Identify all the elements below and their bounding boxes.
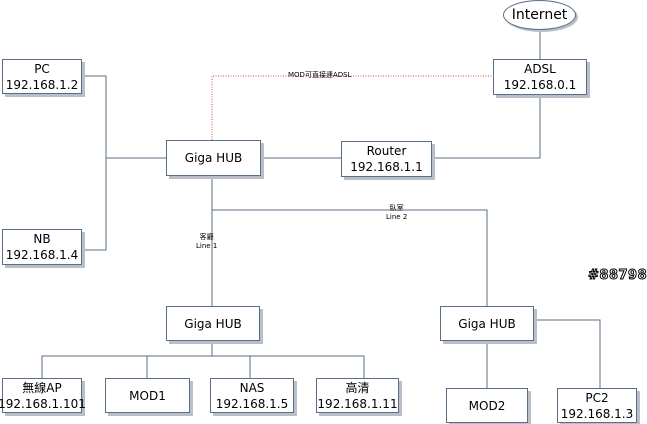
- line1-top-label: 客廳: [199, 233, 214, 241]
- mod1-node: MOD1: [105, 378, 190, 413]
- wireless-ap-node: 無線AP 192.168.1.101: [0, 378, 86, 413]
- watermark-text: #88798: [587, 268, 647, 284]
- pc2-node: PC2 192.168.1.3: [557, 388, 637, 423]
- internet-label: Internet: [511, 7, 568, 23]
- pc-ip: 192.168.1.2: [5, 77, 79, 92]
- pc2-ip: 192.168.1.3: [560, 406, 634, 421]
- pc-label: PC: [34, 61, 50, 76]
- router-node: Router 192.168.1.1: [341, 141, 432, 177]
- pc2-label: PC2: [585, 390, 609, 405]
- wire-router-adsl: [432, 95, 541, 159]
- nas-label: NAS: [239, 380, 265, 395]
- giga-hub-middle: Giga HUB: [166, 306, 260, 341]
- adsl-ip: 192.168.0.1: [503, 78, 577, 92]
- line2-bottom-label: Line 2: [386, 213, 408, 221]
- nb-ip: 192.168.1.4: [5, 248, 79, 262]
- line1-bottom-label: Line 1: [196, 242, 218, 250]
- router-label: Router: [366, 144, 407, 158]
- giga-hub-right: Giga HUB: [440, 306, 534, 341]
- adsl-node: ADSL 192.168.0.1: [493, 59, 587, 95]
- hub-mid-label: Giga HUB: [184, 316, 242, 331]
- line2-caption: 臥室 Line 2: [386, 204, 407, 222]
- mod1-label: MOD1: [129, 388, 166, 403]
- pc-node: PC 192.168.1.2: [2, 59, 82, 94]
- wire-hub-line2: [212, 209, 488, 308]
- nas-ip: 192.168.1.5: [215, 396, 289, 411]
- nas-node: NAS 192.168.1.5: [210, 378, 294, 413]
- wire-hubmid-bus: [41, 355, 365, 378]
- hd-ip: 192.168.1.11: [317, 396, 398, 411]
- hd-label: 高清: [345, 380, 370, 395]
- mod2-label: MOD2: [468, 398, 506, 413]
- mod-direct-label: MOD可直接連ADSL: [288, 71, 352, 79]
- giga-hub-top: Giga HUB: [166, 140, 261, 176]
- line1-caption: 客廳 Line 1: [196, 233, 217, 251]
- hub-top-label: Giga HUB: [184, 151, 243, 165]
- wireless-ap-ip: 192.168.1.101: [0, 396, 86, 411]
- wire-pc-nb-trunk: [82, 75, 107, 251]
- internet-cloud: Internet: [503, 0, 576, 30]
- adsl-label: ADSL: [524, 62, 556, 76]
- wire-mod-direct-adsl: [211, 75, 493, 140]
- hub-right-label: Giga HUB: [458, 316, 516, 331]
- wire-hubright-pc2: [535, 319, 601, 388]
- router-ip: 192.168.1.1: [350, 160, 423, 174]
- line2-top-label: 臥室: [389, 204, 404, 212]
- wireless-ap-label: 無線AP: [22, 380, 62, 395]
- hd-node: 高清 192.168.1.11: [316, 378, 399, 413]
- nb-node: NB 192.168.1.4: [2, 229, 82, 265]
- mod2-node: MOD2: [446, 388, 528, 423]
- nb-label: NB: [33, 232, 51, 246]
